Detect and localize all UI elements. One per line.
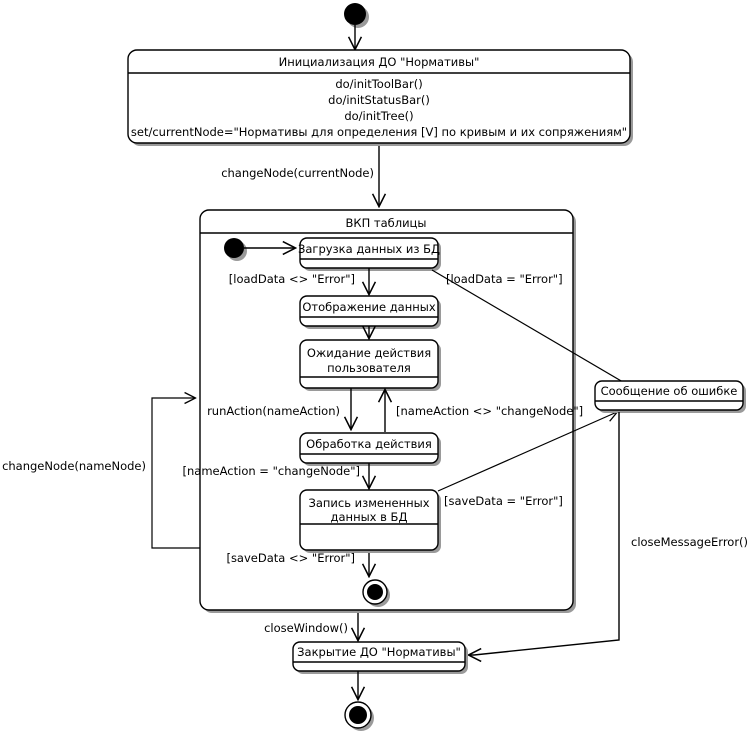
state-wait-user-action-title-line1: Ожидание действия <box>307 346 431 360</box>
label-name-action-equal: [nameAction = "changeNode"] <box>183 464 360 478</box>
state-save-data-title-line2: данных в БД <box>331 510 408 524</box>
label-close-window: closeWindow() <box>264 621 348 635</box>
state-initialization-action-1: do/initToolBar() <box>335 77 422 91</box>
state-initialization[interactable]: Инициализация ДО "Нормативы" do/initTool… <box>127 49 633 146</box>
state-error-message[interactable]: Сообщение об ошибке <box>594 380 746 413</box>
state-error-message-title: Сообщение об ошибке <box>601 384 738 398</box>
label-save-data-ok: [saveData <> "Error"] <box>226 551 355 565</box>
composite-state-title: ВКП таблицы <box>346 216 427 230</box>
state-save-data[interactable]: Запись измененных данных в БД <box>299 489 441 553</box>
inner-final-state-node <box>362 579 390 607</box>
initial-state-node <box>344 3 369 28</box>
final-state-node <box>344 701 374 731</box>
composite-state-vkp[interactable]: ВКП таблицы <box>199 209 576 613</box>
state-load-data[interactable]: Загрузка данных из БД <box>298 237 441 271</box>
state-process-action[interactable]: Обработка действия <box>299 432 441 466</box>
label-change-node-current: changeNode(currentNode) <box>221 166 374 180</box>
state-wait-user-action[interactable]: Ожидание действия пользователя <box>299 339 441 391</box>
transition-error-to-close <box>469 412 620 655</box>
state-initialization-action-2: do/initStatusBar() <box>328 93 430 107</box>
state-process-action-title: Обработка действия <box>306 437 432 451</box>
state-close-document[interactable]: Закрытие ДО "Нормативы" <box>292 641 468 674</box>
transition-load-to-error <box>431 269 640 392</box>
transition-save-to-error <box>437 412 617 492</box>
state-close-document-title: Закрытие ДО "Нормативы" <box>297 645 461 659</box>
transition-composite-self-changenode <box>151 398 200 549</box>
state-initialization-action-3: do/initTree() <box>344 109 413 123</box>
state-load-data-title: Загрузка данных из БД <box>298 242 440 256</box>
label-change-node-name: changeNode(nameNode) <box>2 459 146 473</box>
label-load-data-error: [loadData = "Error"] <box>446 272 563 286</box>
state-display-data[interactable]: Отображение данных <box>299 295 441 329</box>
inner-initial-state-node <box>224 238 247 261</box>
state-save-data-title-line1: Запись измененных <box>308 496 429 510</box>
state-wait-user-action-title-line2: пользователя <box>327 361 411 375</box>
label-load-data-ok: [loadData <> "Error"] <box>229 272 355 286</box>
state-display-data-title: Отображение данных <box>302 300 436 314</box>
state-initialization-action-4: set/currentNode="Нормативы для определен… <box>131 125 627 139</box>
label-name-action-not-equal: [nameAction <> "changeNode"] <box>396 404 583 418</box>
label-save-data-error: [saveData = "Error"] <box>444 494 563 508</box>
label-close-message-error: closeMessageError() <box>631 535 748 549</box>
label-run-action: runAction(nameAction) <box>207 404 340 418</box>
state-initialization-title: Инициализация ДО "Нормативы" <box>279 55 480 69</box>
